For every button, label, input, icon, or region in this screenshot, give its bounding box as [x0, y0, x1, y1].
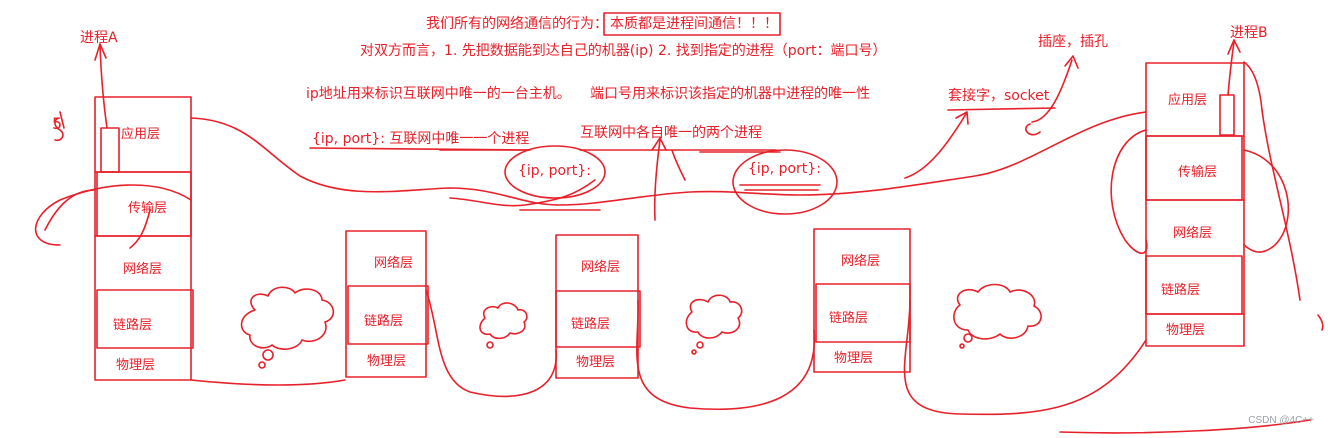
- host-b-network-layer: 网络层: [1173, 226, 1213, 241]
- router-3-link-layer: 链路层: [829, 311, 869, 326]
- ip-port-label-a: {ip, port}:: [518, 163, 591, 179]
- host-a-transport-layer: 传输层: [128, 201, 168, 216]
- host-b-label: 进程B: [1230, 25, 1268, 41]
- router-1-network-layer: 网络层: [374, 256, 414, 271]
- router-2-physical-layer: 物理层: [576, 355, 616, 370]
- router-1-link-layer: 链路层: [364, 314, 404, 329]
- ip-port-oval-b: [732, 149, 838, 215]
- router-3-network-layer: 网络层: [841, 254, 881, 269]
- router-1-stack: [345, 230, 427, 378]
- host-b-app-socket: [1219, 94, 1235, 136]
- router-1-physical-layer: 物理层: [367, 354, 407, 369]
- host-a-label: 进程A: [80, 30, 118, 46]
- host-a-physical-layer: 物理层: [116, 358, 156, 373]
- host-b-app-layer: 应用层: [1168, 93, 1208, 108]
- host-a-link-layer: 链路层: [113, 318, 153, 333]
- ip-port-label-b: {ip, port}:: [748, 161, 821, 177]
- host-b-stack: [1145, 62, 1245, 347]
- socket-label: 套接字，socket: [948, 88, 1050, 104]
- line-two: 对双方而言，1. 先把数据能到达自己的机器(ip) 2. 找到指定的进程（por…: [360, 43, 887, 59]
- host-a-app-socket: [100, 127, 120, 173]
- cloud-2: [479, 302, 528, 349]
- headline-prefix: 我们所有的网络通信的行为：: [426, 16, 608, 32]
- host-b-link-layer: 链路层: [1161, 283, 1201, 298]
- headline-boxed: 本质都是进程间通信！！！: [610, 16, 778, 32]
- ip-port-oval-a: [504, 145, 606, 199]
- host-b-physical-layer: 物理层: [1166, 323, 1206, 338]
- router-3-physical-layer: 物理层: [834, 351, 874, 366]
- host-a-stack: [94, 96, 192, 381]
- cloud-3: [685, 294, 743, 355]
- headline-box: [603, 12, 781, 36]
- line-three-right: 端口号用来标识该指定的机器中进程的唯一性: [590, 86, 870, 102]
- router-2-link-box: [555, 290, 641, 348]
- router-1-link-box: [347, 285, 429, 345]
- data-path-top: [190, 111, 1147, 206]
- router-2-network-layer: 网络层: [581, 260, 621, 275]
- cloud-4: [953, 283, 1042, 349]
- arrow-up-host-a: [99, 45, 108, 129]
- note-ip-port: {ip, port}: 互联网中唯一一个进程: [312, 131, 530, 147]
- host-a-app-layer: 应用层: [121, 127, 161, 142]
- arrow-up-host-b: [1227, 41, 1235, 96]
- host-a-network-layer: 网络层: [123, 262, 163, 277]
- plug-label: 插座，插孔: [1038, 34, 1108, 50]
- margin-mark: 5: [52, 114, 63, 133]
- socket-arrow: [904, 113, 967, 179]
- cloud-1: [240, 286, 335, 369]
- watermark: CSDN @4C++: [1248, 415, 1314, 426]
- host-b-transport-layer: 传输层: [1178, 165, 1218, 180]
- line-three-left: ip地址用来标识互联网中唯一的一台主机。: [306, 86, 571, 102]
- router-2-link-layer: 链路层: [571, 317, 611, 332]
- data-path-bottom: [190, 289, 1147, 416]
- host-a-link-box: [96, 289, 194, 349]
- plug-arrow: [1031, 59, 1073, 123]
- note-two-process: 互联网中各自唯一的两个进程: [580, 125, 762, 141]
